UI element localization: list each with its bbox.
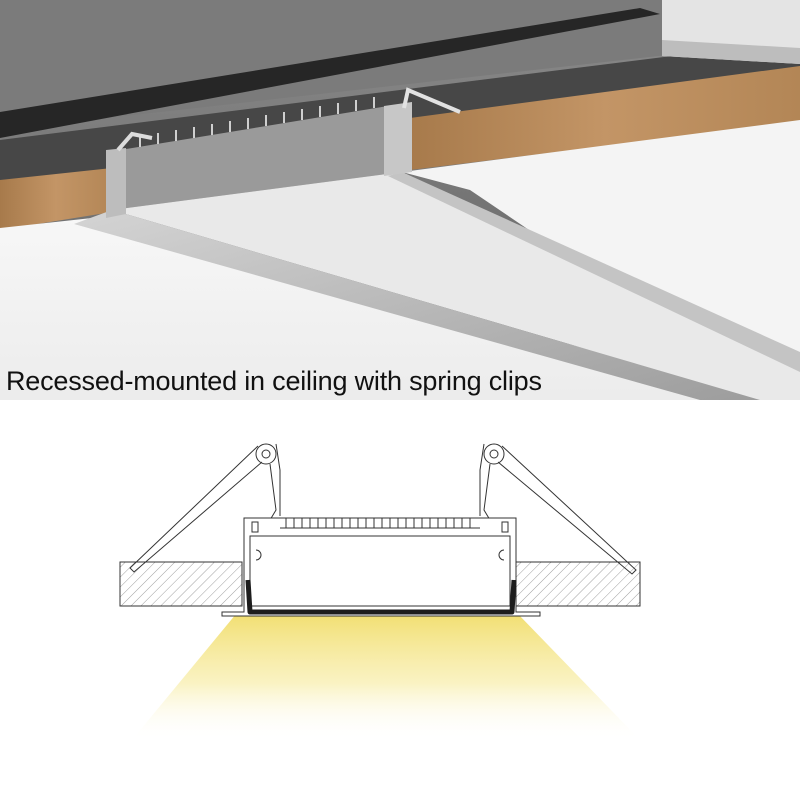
black-joist — [0, 8, 660, 138]
profile-inner-wall — [112, 104, 402, 210]
ceiling-board-left-section — [119, 561, 243, 607]
caption-text: Recessed-mounted in ceiling with spring … — [6, 366, 542, 396]
diffuser-section — [245, 579, 517, 615]
spring-clip-left — [116, 131, 153, 152]
spring-clip-right — [402, 87, 461, 114]
profile-cross-section-drawing — [119, 443, 641, 740]
spring-clip-left-section — [129, 443, 281, 573]
ceiling-beam-edge — [662, 40, 800, 64]
ceiling-render-illustration — [0, 0, 800, 400]
profile-side-left — [106, 148, 126, 218]
profile-side-right — [384, 102, 412, 176]
profile-diffuser — [112, 172, 800, 400]
spring-clip-right-section — [479, 443, 637, 575]
profile-fins-section — [280, 518, 480, 529]
wood-board-left — [0, 168, 112, 230]
light-beam — [132, 614, 640, 740]
profile-flange-left — [74, 210, 760, 400]
wood-board-right — [410, 66, 800, 170]
ceiling-board-right-section — [515, 561, 641, 607]
profile-heat-fins — [139, 97, 375, 147]
aluminium-profile-section — [221, 517, 541, 617]
profile-flange-right — [388, 172, 800, 372]
